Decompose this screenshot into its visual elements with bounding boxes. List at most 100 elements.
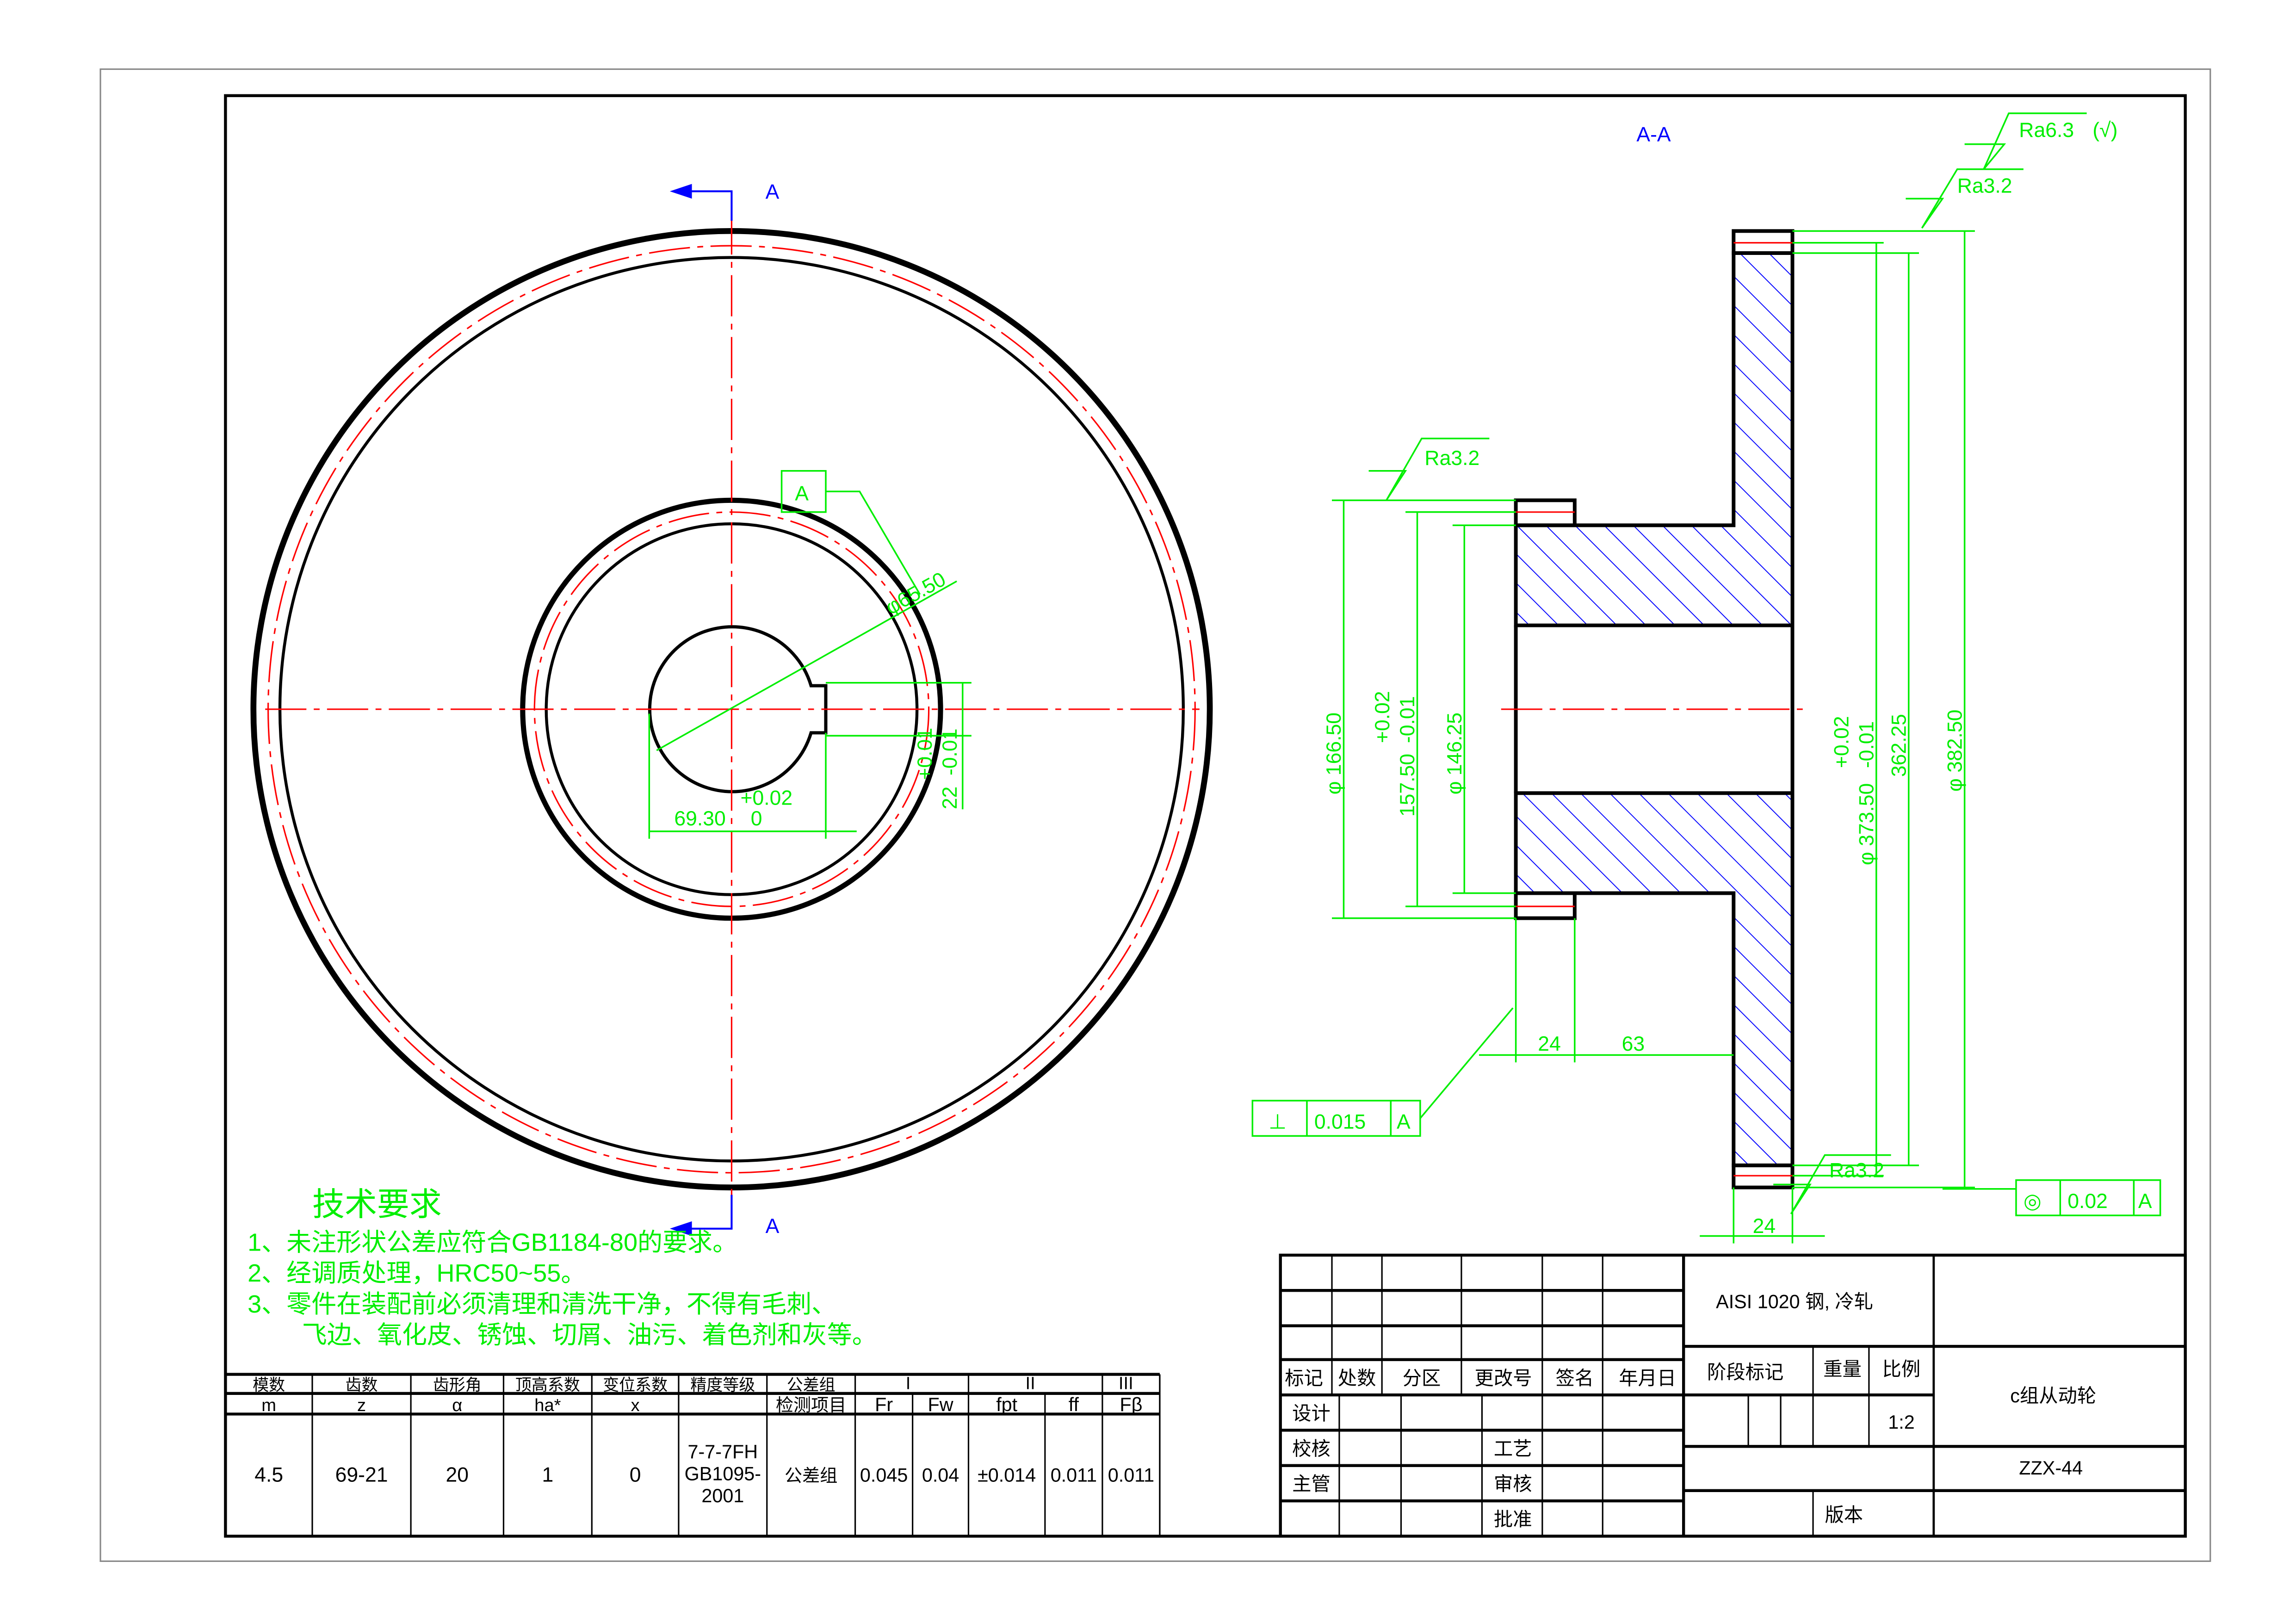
tech-requirement-line: 1、未注形状公差应符合GB1184-80的要求。 <box>248 1228 737 1256</box>
perpendicularity-value: 0.015 <box>1314 1110 1366 1133</box>
rim-od-dim: φ 382.50 <box>1943 710 1966 792</box>
table-header: 顶高系数 <box>515 1376 580 1394</box>
hub-offset-dim: 63 <box>1622 1033 1645 1055</box>
keyway-height-lower: -0.01 <box>939 729 961 775</box>
section-label-top: A <box>766 180 780 203</box>
part-name: c组从动轮 <box>2010 1385 2096 1406</box>
hatched-section-upper <box>1514 251 1795 627</box>
precision-grade: 7-7-7FH <box>688 1441 758 1462</box>
tolerance-value: 0.045 <box>860 1465 908 1486</box>
check-item: Fr <box>875 1394 893 1415</box>
check-item: Fw <box>928 1394 953 1415</box>
table-cell: 4.5 <box>254 1464 283 1487</box>
tolerance-value: 0.011 <box>1051 1465 1097 1486</box>
version-label: 版本 <box>1825 1505 1863 1526</box>
table-symbol: ha* <box>534 1395 561 1415</box>
keyway-height-upper: +0.01 <box>914 728 936 780</box>
role-check: 校核 <box>1292 1438 1331 1459</box>
table-header: 齿数 <box>346 1376 378 1394</box>
role-review: 审核 <box>1494 1474 1532 1495</box>
roughness-symbol-rim <box>1906 168 2024 229</box>
precision-grade: 2001 <box>701 1485 744 1506</box>
roughness-face-value: Ra3.2 <box>1829 1159 1884 1182</box>
table-symbol: 检测项目 <box>776 1395 847 1415</box>
table-cell: 公差组 <box>785 1466 837 1486</box>
roughness-symbol-face <box>1773 1154 1891 1214</box>
table-cell: 20 <box>446 1464 469 1487</box>
rev-header-date: 年月日 <box>1619 1368 1676 1389</box>
hub-extension-lines <box>1332 499 1516 919</box>
section-title: A-A <box>1636 123 1671 146</box>
concentricity-datum: A <box>2138 1190 2152 1213</box>
section-view: A-A φ 166.50 157.50 +0.02 -0.01 φ 146.25 <box>1251 112 2161 1244</box>
keyway-height-value: 22 <box>939 787 961 810</box>
rim-a-lower: -0.01 <box>1855 721 1878 768</box>
hub-mid-dim: 157.50 <box>1396 754 1419 817</box>
rev-header-count: 处数 <box>1338 1368 1376 1389</box>
section-line-bottom <box>689 1195 733 1230</box>
stage-label: 阶段标记 <box>1707 1362 1783 1383</box>
drawing-border <box>224 94 2187 1538</box>
rim-width-dim: 24 <box>1753 1215 1776 1238</box>
rim-a-upper: +0.02 <box>1830 716 1853 768</box>
table-symbol: z <box>357 1395 366 1415</box>
roughness-rim-value: Ra3.2 <box>1957 175 2012 198</box>
perpendicularity-datum: A <box>1397 1110 1411 1133</box>
roughness-hub-value: Ra3.2 <box>1424 447 1479 470</box>
rim-a-dim: φ 373.50 <box>1855 783 1878 865</box>
title-block: AISI 1020 钢, 冷轧 标记 处数 分区 更改号 签名 年月日 设计 校… <box>1279 1253 2187 1538</box>
section-line-top <box>689 190 733 221</box>
rim-extension-lines <box>1792 230 1975 1189</box>
role-design: 设计 <box>1292 1403 1331 1424</box>
datum-label: A <box>795 482 809 505</box>
perpendicularity-frame <box>1251 1007 1514 1137</box>
material: AISI 1020 钢, 冷轧 <box>1716 1291 1873 1312</box>
section-arrow-bottom <box>669 1221 692 1236</box>
table-symbol: m <box>261 1395 276 1415</box>
hub-mid-upper: +0.02 <box>1371 691 1394 743</box>
table-cell: 69-21 <box>335 1464 388 1487</box>
keyway-width-value: 69.30 <box>674 807 725 830</box>
table-symbol: α <box>452 1395 462 1415</box>
hub-len-dim: 24 <box>1538 1033 1561 1055</box>
rev-header-mark: 标记 <box>1285 1368 1323 1389</box>
role-process: 工艺 <box>1494 1438 1532 1459</box>
tolerance-group-label: III <box>1119 1373 1133 1393</box>
table-cell: 1 <box>542 1464 554 1487</box>
keyway-width-lower: 0 <box>751 807 762 830</box>
roughness-general-suffix: (√) <box>2092 119 2117 142</box>
scale-label: 比例 <box>1882 1359 1921 1380</box>
section-arrow-top <box>669 184 692 199</box>
tolerance-value: ±0.014 <box>978 1465 1036 1486</box>
tolerance-group-label: II <box>1025 1373 1035 1393</box>
tolerance-value: 0.04 <box>922 1465 959 1486</box>
role-supervisor: 主管 <box>1292 1474 1331 1495</box>
front-view: A A A φ65.50 69.30 +0.02 0 22 +0.01 -0.0… <box>250 180 1213 1238</box>
tolerance-value: 0.011 <box>1108 1465 1154 1486</box>
check-item: Fβ <box>1120 1394 1142 1415</box>
check-item: ff <box>1069 1394 1079 1415</box>
drawing-number: ZZX-44 <box>2019 1457 2083 1479</box>
tech-requirements-title: 技术要求 <box>312 1186 442 1222</box>
bore-with-keyway <box>648 625 828 793</box>
axial-dim-lines <box>1479 918 1825 1244</box>
datum-leader <box>825 490 921 595</box>
rev-header-change-no: 更改号 <box>1475 1368 1532 1389</box>
table-header: 精度等级 <box>690 1376 755 1394</box>
bore-dim-line <box>656 580 957 751</box>
section-label-bottom: A <box>766 1215 780 1238</box>
tech-requirement-line: 2、经调质处理，HRC50~55。 <box>248 1259 586 1287</box>
concentricity-value: 0.02 <box>2067 1190 2108 1213</box>
rev-header-signature: 签名 <box>1555 1368 1594 1389</box>
table-header: 公差组 <box>787 1376 835 1394</box>
hub-inner-dim: φ 146.25 <box>1443 712 1466 794</box>
concentricity-symbol: ◎ <box>2024 1190 2042 1213</box>
table-symbol: x <box>631 1395 640 1415</box>
table-header: 齿形角 <box>433 1376 482 1394</box>
rev-header-zone: 分区 <box>1403 1368 1441 1389</box>
roughness-general-value: Ra6.3 <box>2019 119 2074 142</box>
tech-requirements: 技术要求 1、未注形状公差应符合GB1184-80的要求。 2、经调质处理，HR… <box>248 1186 877 1349</box>
table-header: 模数 <box>253 1376 285 1394</box>
